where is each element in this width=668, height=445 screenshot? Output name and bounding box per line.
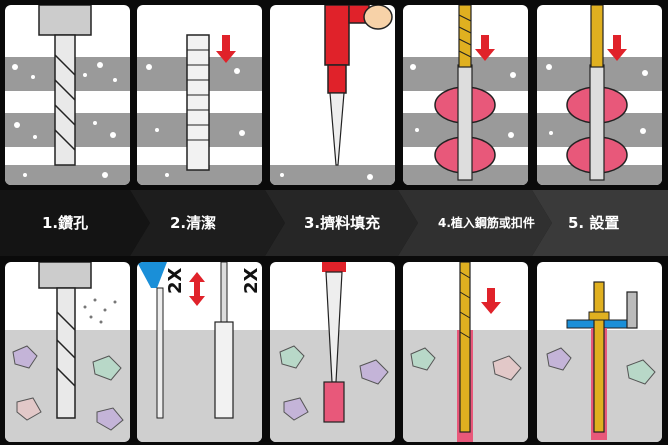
panel-set-wall bbox=[537, 5, 662, 185]
step-5-label: 5. 設置 bbox=[568, 214, 620, 232]
panel-inject-gun bbox=[270, 5, 395, 185]
step-2-label: 2.清潔 bbox=[170, 214, 217, 232]
steps-band bbox=[0, 190, 668, 256]
panel-insert-rod-wall bbox=[403, 5, 528, 185]
panel-set-concrete bbox=[537, 262, 662, 442]
panel-drill-concrete bbox=[5, 262, 130, 442]
panel-inject-concrete bbox=[270, 262, 395, 442]
brush-count: 2X bbox=[241, 267, 262, 294]
panel-rod-concrete bbox=[403, 262, 528, 442]
panel-drill-wall bbox=[5, 5, 130, 185]
step-1-label: 1.鑽孔 bbox=[42, 214, 89, 232]
panel-insert-sleeve bbox=[137, 5, 262, 185]
panel-clean-concrete: 2X 2X bbox=[137, 262, 262, 442]
step-4-label: 4.植入鋼筋或扣件 bbox=[438, 216, 535, 230]
blow-count: 2X bbox=[165, 267, 186, 294]
step-3-label: 3.擠料填充 bbox=[304, 214, 381, 232]
